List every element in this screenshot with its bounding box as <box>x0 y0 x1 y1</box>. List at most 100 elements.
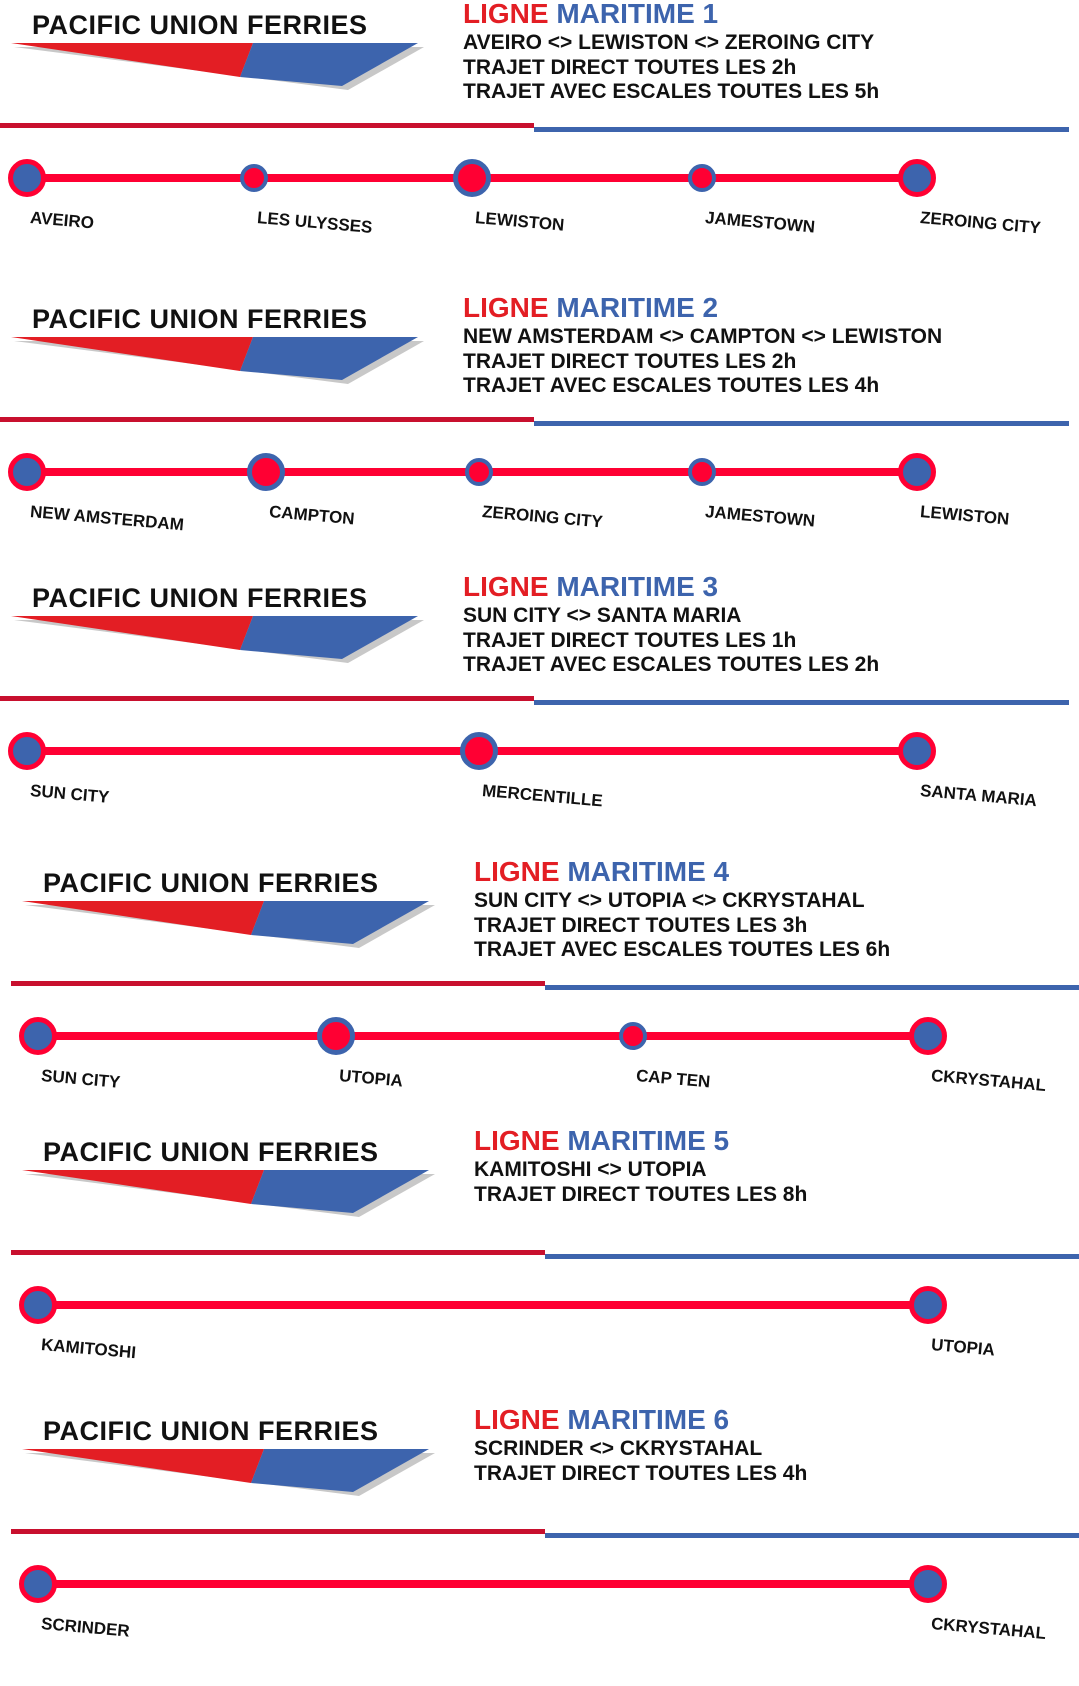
station-label: JAMESTOWN <box>704 502 816 531</box>
line-info-row: SCRINDER <> CKRYSTAHAL <box>474 1437 763 1460</box>
station-marker[interactable] <box>688 458 716 486</box>
station-marker[interactable] <box>909 1286 947 1324</box>
brand-logo-text: PACIFIC UNION FERRIES <box>32 583 368 613</box>
line-title: LIGNE MARITIME 2 <box>463 292 718 324</box>
line-info-row: NEW AMSTERDAM <> CAMPTON <> LEWISTON <box>463 325 943 348</box>
line-title: LIGNE MARITIME 4 <box>474 856 729 888</box>
station-marker[interactable] <box>453 159 491 197</box>
line-title-red: LIGNE <box>463 0 549 29</box>
line-info-row: AVEIRO <> LEWISTON <> ZEROING CITY <box>463 31 875 54</box>
station-marker[interactable] <box>898 453 936 491</box>
line-info-row: SUN CITY <> SANTA MARIA <box>463 604 742 627</box>
route-track <box>38 1580 928 1588</box>
station-label: CKRYSTAHAL <box>930 1066 1047 1095</box>
line-title-blue: MARITIME 1 <box>556 0 719 29</box>
line-title-red: LIGNE <box>474 1125 560 1156</box>
station-label: JAMESTOWN <box>704 208 816 237</box>
line-info-row: TRAJET DIRECT TOUTES LES 2h <box>463 349 797 373</box>
station-marker[interactable] <box>19 1017 57 1055</box>
divider-red <box>0 123 534 128</box>
line-info-row: SUN CITY <> UTOPIA <> CKRYSTAHAL <box>474 889 865 912</box>
line-info-row: TRAJET AVEC ESCALES TOUTES LES 4h <box>463 374 880 397</box>
station-label: NEW AMSTERDAM <box>29 502 185 535</box>
station-marker[interactable] <box>240 164 268 192</box>
station-marker[interactable] <box>19 1565 57 1603</box>
station-label: CAMPTON <box>268 502 356 529</box>
brand-swoosh-logo <box>11 616 424 663</box>
divider-red <box>11 981 545 986</box>
station-marker[interactable] <box>247 453 285 491</box>
station-label: SUN CITY <box>29 781 111 807</box>
route-track <box>38 1032 928 1040</box>
station-label: LEWISTON <box>474 208 566 235</box>
brand-logo-text: PACIFIC UNION FERRIES <box>32 304 368 334</box>
station-label: ZEROING CITY <box>919 208 1042 238</box>
station-label: MERCENTILLE <box>481 781 604 811</box>
brand-logo-text: PACIFIC UNION FERRIES <box>43 1416 379 1446</box>
divider-blue <box>545 1254 1079 1259</box>
station-label: UTOPIA <box>930 1335 996 1360</box>
brand-swoosh-logo <box>11 337 424 384</box>
station-marker[interactable] <box>465 458 493 486</box>
station-label: UTOPIA <box>338 1066 404 1091</box>
line-title-red: LIGNE <box>463 571 549 602</box>
divider-blue <box>534 127 1069 132</box>
brand-swoosh-logo <box>22 1449 435 1496</box>
line-title-red: LIGNE <box>463 292 549 323</box>
station-marker[interactable] <box>8 159 46 197</box>
station-marker[interactable] <box>909 1017 947 1055</box>
brand-logo-text: PACIFIC UNION FERRIES <box>32 10 368 40</box>
station-marker[interactable] <box>898 159 936 197</box>
divider-red <box>0 696 534 701</box>
brand-logo-text: PACIFIC UNION FERRIES <box>43 1137 379 1167</box>
station-label: LEWISTON <box>919 502 1011 529</box>
line-info-row: TRAJET DIRECT TOUTES LES 4h <box>474 1461 808 1485</box>
line-title: LIGNE MARITIME 5 <box>474 1125 729 1157</box>
station-marker[interactable] <box>619 1022 647 1050</box>
station-marker[interactable] <box>898 732 936 770</box>
station-marker[interactable] <box>8 732 46 770</box>
station-marker[interactable] <box>909 1565 947 1603</box>
divider-red <box>11 1529 545 1534</box>
divider-blue <box>545 1533 1079 1538</box>
station-marker[interactable] <box>317 1017 355 1055</box>
line-title-blue: MARITIME 2 <box>556 292 719 323</box>
station-marker[interactable] <box>460 732 498 770</box>
brand-swoosh-logo <box>22 901 435 948</box>
divider-red <box>11 1250 545 1255</box>
station-label: AVEIRO <box>29 208 95 233</box>
line-info-row: TRAJET DIRECT TOUTES LES 3h <box>474 913 808 937</box>
line-info-row: TRAJET AVEC ESCALES TOUTES LES 2h <box>463 653 880 676</box>
station-marker[interactable] <box>688 164 716 192</box>
line-title-red: LIGNE <box>474 856 560 887</box>
line-title: LIGNE MARITIME 1 <box>463 0 718 30</box>
divider-blue <box>545 985 1079 990</box>
station-marker[interactable] <box>8 453 46 491</box>
station-label: CKRYSTAHAL <box>930 1614 1047 1643</box>
divider-red <box>0 417 534 422</box>
station-marker[interactable] <box>19 1286 57 1324</box>
line-info-row: TRAJET AVEC ESCALES TOUTES LES 6h <box>474 938 891 961</box>
station-label: KAMITOSHI <box>40 1335 137 1363</box>
line-info-row: TRAJET DIRECT TOUTES LES 2h <box>463 55 797 79</box>
station-label: CAP TEN <box>635 1066 712 1092</box>
station-label: SUN CITY <box>40 1066 122 1092</box>
brand-swoosh-logo <box>11 43 424 90</box>
brand-logo-text: PACIFIC UNION FERRIES <box>43 868 379 898</box>
station-label: SCRINDER <box>40 1614 131 1641</box>
